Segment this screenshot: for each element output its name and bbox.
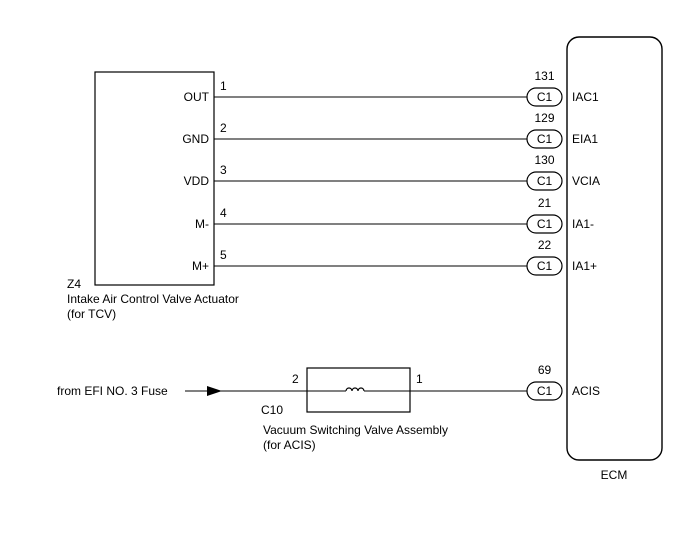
connector-label: C1: [537, 90, 553, 104]
vsv-box: [306, 367, 411, 413]
wire-row-4: M- 4 C1 21 IA1-: [195, 196, 594, 234]
arrow-right-icon: [207, 386, 222, 396]
ecm-pin-number: 130: [534, 153, 554, 167]
connector-label: C1: [537, 174, 553, 188]
wire-row-5: M+ 5 C1 22 IA1+: [192, 238, 597, 276]
ecm-signal-label: IA1+: [572, 259, 597, 273]
actuator-pin-label: OUT: [184, 90, 210, 104]
acis-circuit: from EFI NO. 3 Fuse 2 1 C10 Vacuum Switc…: [57, 363, 600, 452]
actuator-name: Intake Air Control Valve Actuator: [67, 292, 239, 306]
connector-c1: [526, 214, 563, 234]
actuator-pin-number: 5: [220, 248, 227, 262]
actuator-pin-label: VDD: [184, 174, 210, 188]
ecm-box: [566, 36, 663, 461]
fuse-source-label: from EFI NO. 3 Fuse: [57, 384, 168, 398]
ecm-signal-label: IAC1: [572, 90, 599, 104]
ecm-pin-number: 129: [534, 111, 554, 125]
connector-c1: [526, 256, 563, 276]
connector-c1: [526, 381, 563, 401]
ecm-pin-number: 131: [534, 69, 554, 83]
vsv-name: Vacuum Switching Valve Assembly: [263, 423, 448, 437]
connector-label: C1: [537, 132, 553, 146]
ecm-pin-number: 69: [538, 363, 552, 377]
actuator-pin-label: M-: [195, 217, 209, 231]
vsv-pin-out: 1: [416, 372, 423, 386]
vsv-id: C10: [261, 403, 283, 417]
wire-row-1: OUT 1 C1 131 IAC1: [184, 69, 599, 107]
coil-icon: [345, 387, 365, 392]
ecm-pin-number: 22: [538, 238, 552, 252]
actuator-note: (for TCV): [67, 307, 116, 321]
vsv-note: (for ACIS): [263, 438, 316, 452]
connector-c1: [526, 129, 563, 149]
ecm-signal-label: VCIA: [572, 174, 600, 188]
connector-c1: [526, 171, 563, 191]
ecm-pin-number: 21: [538, 196, 552, 210]
ecm-signal-label: ACIS: [572, 384, 600, 398]
vsv-pin-in: 2: [292, 372, 299, 386]
connector-label: C1: [537, 217, 553, 231]
actuator-pin-number: 2: [220, 121, 227, 135]
connector-label: C1: [537, 384, 553, 398]
actuator-box: [94, 71, 215, 286]
connector-c1: [526, 87, 563, 107]
actuator-pin-number: 1: [220, 79, 227, 93]
connector-label: C1: [537, 259, 553, 273]
actuator-pin-label: GND: [182, 132, 209, 146]
ecm-signal-label: IA1-: [572, 217, 594, 231]
actuator-id: Z4: [67, 277, 81, 291]
actuator-pin-number: 3: [220, 163, 227, 177]
ecm-label: ECM: [601, 468, 628, 482]
ecm-signal-label: EIA1: [572, 132, 598, 146]
wire-row-2: GND 2 C1 129 EIA1: [182, 111, 598, 149]
actuator-pin-label: M+: [192, 259, 209, 273]
actuator-pin-number: 4: [220, 206, 227, 220]
wire-row-3: VDD 3 C1 130 VCIA: [184, 153, 600, 191]
